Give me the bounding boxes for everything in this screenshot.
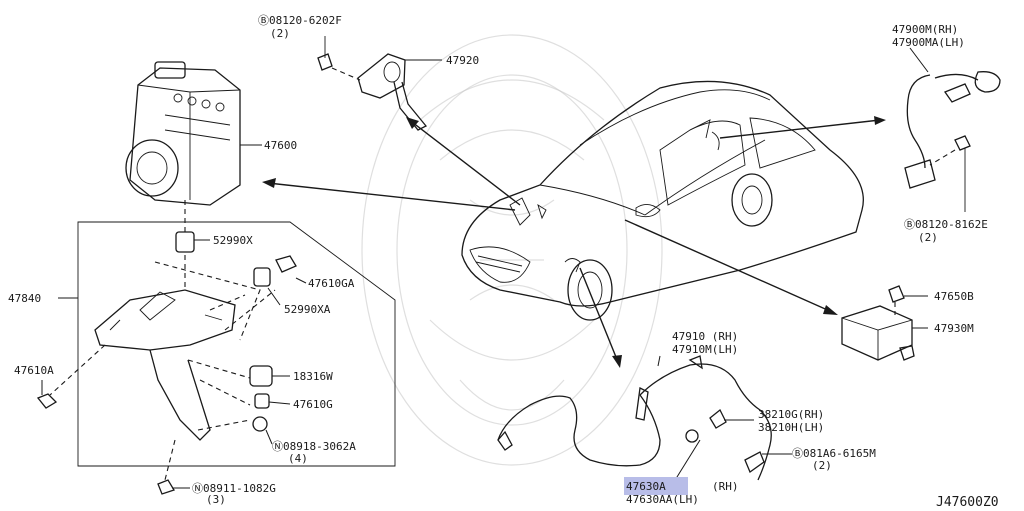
label-47600[interactable]: 47600: [264, 139, 297, 152]
abs-actuator-icon: [125, 61, 262, 232]
label-47630a[interactable]: 47630A: [626, 480, 666, 493]
label-47920[interactable]: 47920: [446, 54, 479, 67]
label-47900ma[interactable]: 47900MA(LH): [892, 36, 965, 49]
label-bolt-a[interactable]: Ⓑ08120-6202F: [258, 14, 342, 27]
label-47900m[interactable]: 47900M(RH): [892, 23, 958, 36]
label-bolt-b[interactable]: Ⓑ08120-8162E: [904, 218, 988, 231]
callout-arrows: [262, 116, 886, 368]
front-wheel-sensor-icon: [497, 355, 792, 486]
label-47630aa[interactable]: 47630AA(LH): [626, 493, 699, 506]
sensor-bracket-icon: [317, 36, 442, 131]
label-47630a-side: (RH): [712, 480, 739, 493]
label-47650b[interactable]: 47650B: [934, 290, 974, 303]
label-47610g[interactable]: 47610G: [293, 398, 333, 411]
diagram-code: J47600Z0: [936, 495, 999, 510]
bracket-icon: [36, 221, 396, 495]
wheel-sensor-icon: [904, 47, 1001, 212]
label-47930m[interactable]: 47930M: [934, 322, 974, 335]
yaw-sensor-icon: [841, 285, 928, 361]
label-52990x[interactable]: 52990X: [213, 234, 253, 247]
label-47910[interactable]: 47910 (RH): [672, 330, 738, 343]
label-nut-b[interactable]: Ⓝ08911-1082G: [192, 482, 276, 495]
label-18316w[interactable]: 18316W: [293, 370, 333, 383]
label-38210g[interactable]: 38210G(RH): [758, 408, 824, 421]
label-nut-a[interactable]: Ⓝ08918-3062A: [272, 440, 356, 453]
label-47840[interactable]: 47840: [8, 292, 41, 305]
label-bolt-b-qty: (2): [918, 231, 938, 244]
label-52990xa[interactable]: 52990XA: [284, 303, 331, 316]
label-38210h[interactable]: 38210H(LH): [758, 421, 824, 434]
label-bolt-a-qty: (2): [270, 27, 290, 40]
label-bolt-c-qty: (2): [812, 459, 832, 472]
label-47910m[interactable]: 47910M(LH): [672, 343, 738, 356]
label-nut-a-qty: (4): [288, 452, 308, 465]
label-bolt-c[interactable]: Ⓑ081A6-6165M: [792, 447, 876, 460]
label-47610a[interactable]: 47610A: [14, 364, 54, 377]
part-highlight: [624, 477, 688, 495]
watermark-icon: [361, 34, 663, 466]
label-nut-b-qty: (3): [206, 493, 226, 506]
label-47610ga[interactable]: 47610GA: [308, 277, 355, 290]
car-icon: [461, 80, 864, 321]
